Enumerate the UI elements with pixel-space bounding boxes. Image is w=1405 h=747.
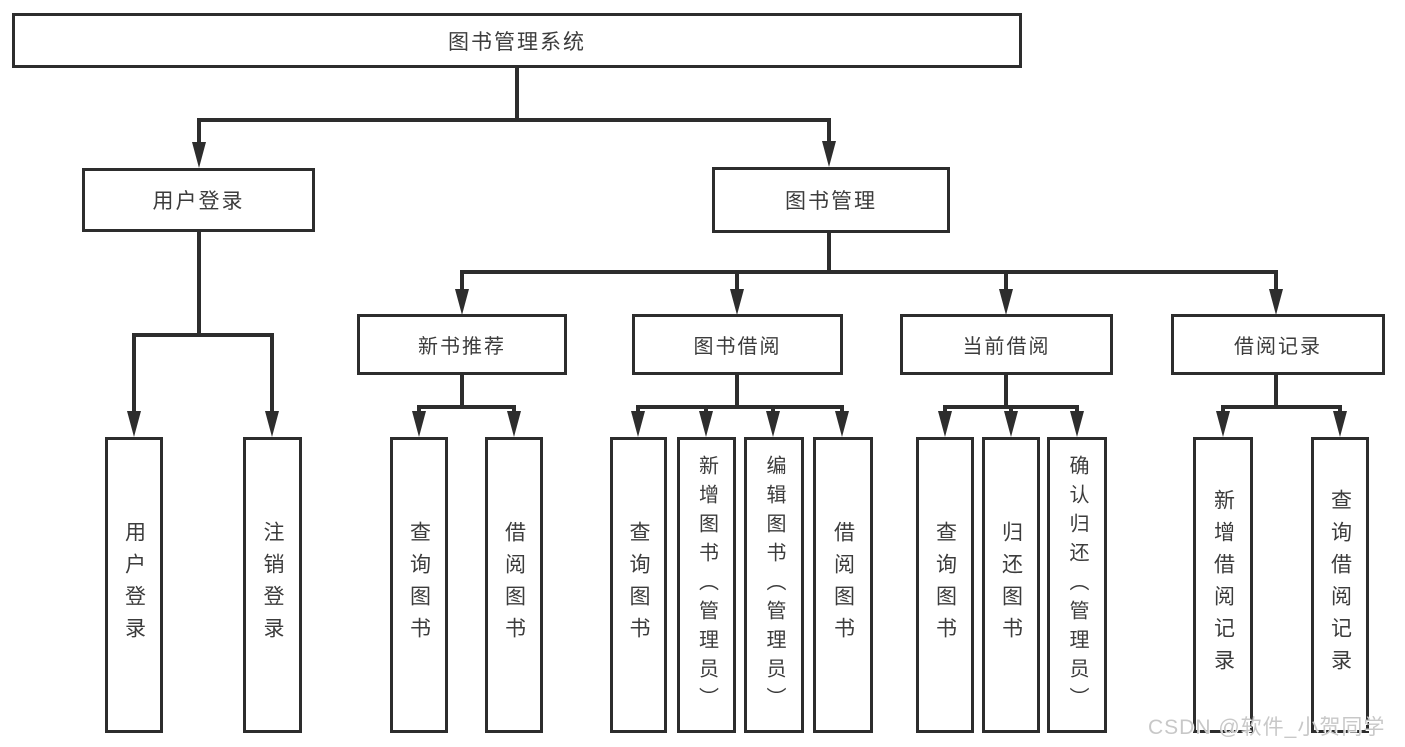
connector-to-new-book-recommend [460,272,464,293]
arrow-down-icon [938,411,952,437]
connector-user-login-stem [197,232,201,337]
connector-book-borrowing-branch [636,405,844,409]
arrow-down-icon [699,411,713,437]
arrow-down-icon [1333,411,1347,437]
connector-user-login-branch [132,333,274,337]
connector-to-borrowing-records [1274,272,1278,293]
arrow-down-icon [1004,411,1018,437]
node-nb-borrow-books: 借阅图书 [485,437,543,733]
arrow-down-icon [265,411,279,437]
node-br-add-record: 新增借阅记录 [1193,437,1253,733]
node-nb-query-books: 查询图书 [390,437,448,733]
connector-new-book-recommend-branch [417,405,516,409]
node-leaf-user-login: 用户登录 [105,437,163,733]
arrow-down-icon [822,141,836,167]
connector-to-book-borrowing [735,272,739,293]
connector-root-stem [515,68,519,122]
node-borrowing-records: 借阅记录 [1171,314,1385,375]
node-bb-query-books: 查询图书 [610,437,667,733]
connector-borrowing-records-branch [1221,405,1342,409]
node-book-borrowing: 图书借阅 [632,314,843,375]
connector-root-branch [197,118,831,122]
node-book-management: 图书管理 [712,167,950,233]
connector-new-book-recommend-stem [460,375,464,409]
arrow-down-icon [192,142,206,168]
node-cb-query-books: 查询图书 [916,437,974,733]
node-bb-edit-books-admin: 编辑图书（管理员） [744,437,804,733]
node-cb-confirm-return-admin: 确认归还（管理员） [1047,437,1107,733]
arrow-down-icon [455,289,469,315]
connector-to-user-login [197,120,201,146]
connector-borrowing-records-stem [1274,375,1278,409]
node-user-login: 用户登录 [82,168,315,232]
node-current-borrowing: 当前借阅 [900,314,1113,375]
connector-book-borrowing-stem [735,375,739,409]
arrow-down-icon [127,411,141,437]
connector-current-borrowing-stem [1004,375,1008,409]
node-cb-return-books: 归还图书 [982,437,1040,733]
node-leaf-logout: 注销登录 [243,437,302,733]
connector-book-management-branch [460,270,1278,274]
csdn-watermark: CSDN @软件_小贺同学 [1148,716,1386,739]
arrow-down-icon [1269,289,1283,315]
connector-to-current-borrowing [1004,272,1008,293]
arrow-down-icon [1070,411,1084,437]
connector-to-book-management [827,120,831,145]
connector-book-management-stem [827,233,831,274]
arrow-down-icon [835,411,849,437]
node-bb-add-books-admin: 新增图书（管理员） [677,437,736,733]
arrow-down-icon [412,411,426,437]
arrow-down-icon [631,411,645,437]
node-bb-borrow-books: 借阅图书 [813,437,873,733]
arrow-down-icon [507,411,521,437]
arrow-down-icon [766,411,780,437]
arrow-down-icon [999,289,1013,315]
node-root: 图书管理系统 [12,13,1022,68]
node-new-book-recommend: 新书推荐 [357,314,567,375]
arrow-down-icon [1216,411,1230,437]
connector-to-leaf-user-login [132,335,136,415]
node-br-query-record: 查询借阅记录 [1311,437,1369,733]
arrow-down-icon [730,289,744,315]
connector-to-leaf-logout [270,335,274,415]
